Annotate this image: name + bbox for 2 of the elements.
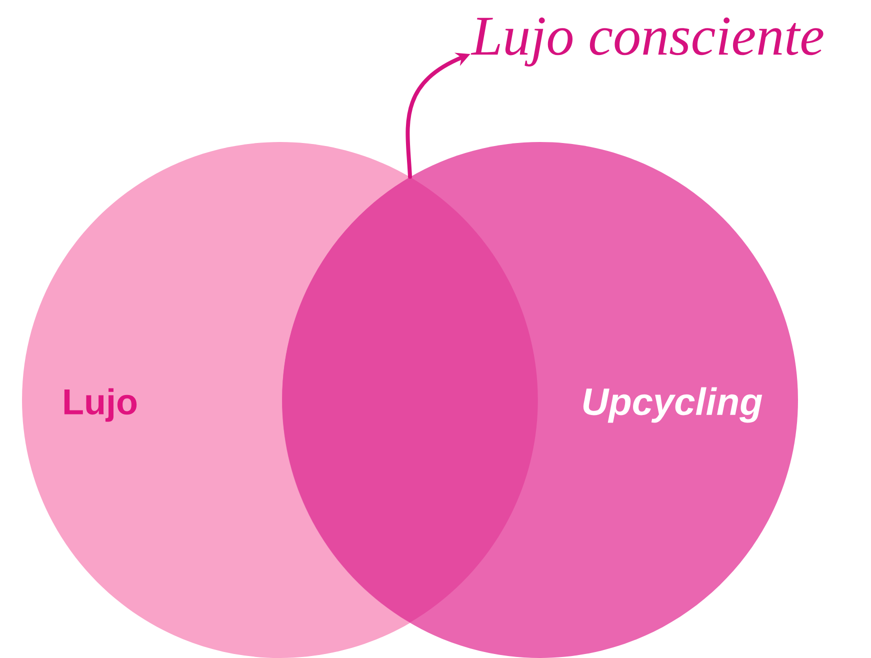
overlap-region	[282, 177, 538, 622]
handwritten-title: Lujo consciente	[470, 18, 824, 66]
